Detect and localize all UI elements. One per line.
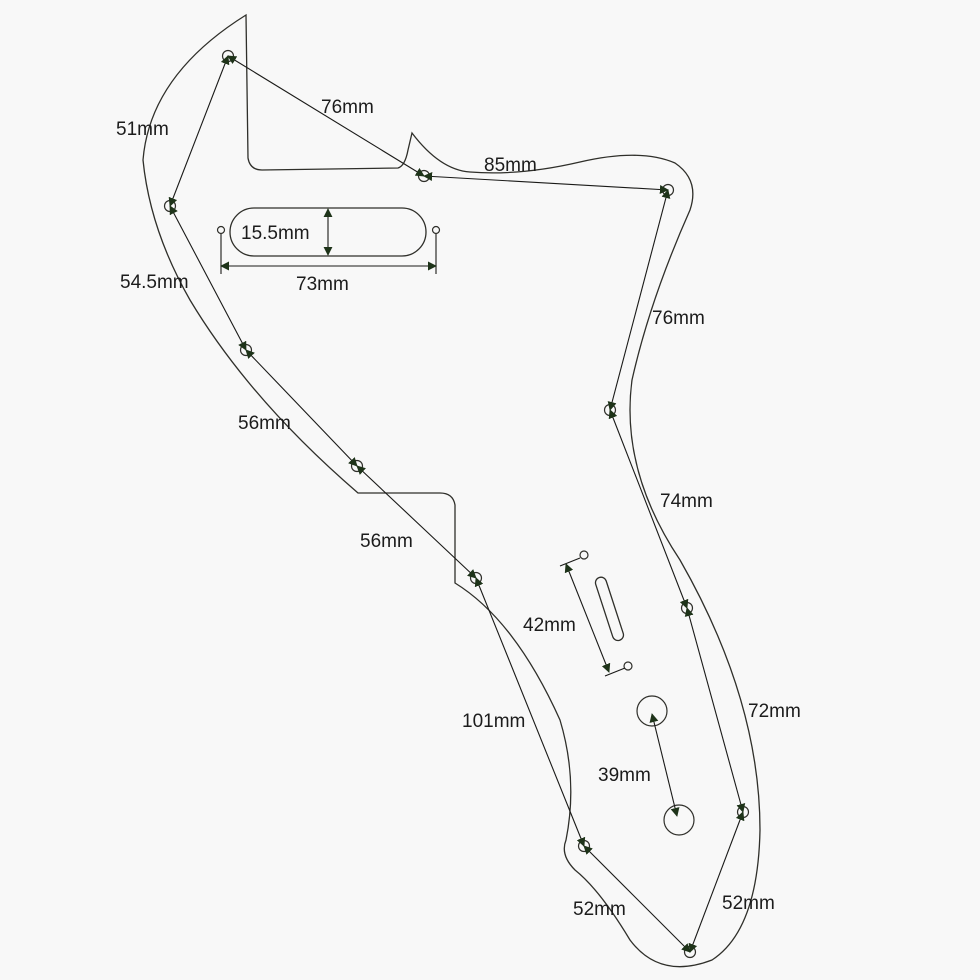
switch-slot	[594, 576, 625, 642]
measurement-label: 51mm	[116, 119, 169, 140]
switch-screw-hole	[579, 550, 589, 560]
dimension-line	[684, 607, 746, 813]
measurement-labels: 76mm 51mm 85mm 15.5mm 73mm 54.5mm 76mm 5…	[116, 97, 801, 920]
dimension-line	[649, 713, 680, 817]
control-knob-hole	[636, 695, 668, 727]
measurement-label: 56mm	[360, 531, 413, 552]
switch-tick-bottom	[604, 667, 626, 677]
dimension-lines	[168, 55, 746, 953]
measurement-label: 76mm	[652, 308, 705, 329]
control-knob-hole	[663, 804, 695, 836]
dimension-line	[688, 811, 745, 953]
measurement-label: 56mm	[238, 413, 291, 434]
pickup-screw-hole	[216, 225, 226, 235]
measurement-label: 42mm	[523, 615, 576, 636]
dimension-line	[227, 55, 425, 177]
dimension-line	[169, 205, 247, 351]
dimension-line	[608, 409, 689, 609]
measurement-label: 72mm	[748, 701, 801, 722]
measurement-label: 39mm	[598, 765, 651, 786]
measurement-label: 74mm	[660, 491, 713, 512]
measurement-label: 85mm	[484, 155, 537, 176]
dimension-line	[583, 845, 691, 953]
measurement-label: 15.5mm	[241, 223, 310, 244]
measurement-label: 76mm	[321, 97, 374, 118]
switch-tick-top	[559, 557, 581, 567]
measurement-label: 54.5mm	[120, 272, 189, 293]
measurement-label: 73mm	[296, 274, 349, 295]
dimension-line	[356, 465, 477, 579]
measurement-label: 52mm	[573, 899, 626, 920]
dimension-line	[607, 189, 671, 411]
measurement-label: 52mm	[722, 893, 775, 914]
dimension-line	[474, 577, 586, 847]
dimension-line	[245, 349, 358, 467]
dimension-line	[168, 55, 230, 207]
dimension-line	[423, 171, 669, 195]
switch-screw-hole	[623, 661, 633, 671]
pickup-screw-hole	[431, 225, 441, 235]
measurement-label: 101mm	[462, 711, 525, 732]
